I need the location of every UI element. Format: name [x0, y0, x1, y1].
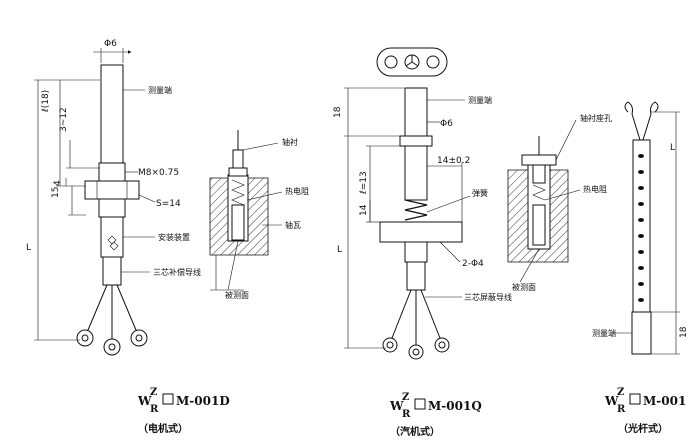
- fork-terminal: [624, 101, 633, 115]
- caption: （汽机式）: [390, 425, 440, 438]
- model-sub: R: [617, 404, 626, 415]
- detail-installed-turbine: 轴衬座孔 热电阻 被测面: [507, 113, 612, 292]
- dim-diameter: Φ6: [104, 39, 117, 49]
- label-shielded-wire: 三芯屏蔽导线: [464, 292, 512, 302]
- model-suffix: M-001Q: [428, 399, 482, 413]
- flange: [379, 221, 463, 243]
- sensor-turbine-type: 18 L ℓ=13 14 Φ6 14±0.2 测量端 弹簧 2-Φ4 三芯屏蔽导…: [333, 47, 612, 438]
- cable-rod: [632, 139, 651, 313]
- dim-length-L: L: [26, 243, 31, 253]
- model-box: [414, 398, 426, 410]
- label-bearing-shell: 轴瓦: [285, 220, 301, 230]
- label-thermal-resistor: 热电阻: [285, 186, 309, 196]
- label-compensation-wire: 三芯补偿导线: [153, 267, 201, 277]
- label-measured-surface: 被测面: [512, 282, 536, 292]
- cable-sleeve: [102, 256, 122, 286]
- dim-diameter: Φ6: [440, 119, 453, 129]
- dim-14-tolerance: 14±0.2: [437, 156, 470, 166]
- dim-14: 14: [359, 204, 369, 216]
- label-measuring-end: 测量端: [592, 328, 616, 338]
- measuring-rod: [404, 87, 428, 137]
- dim-4: 4: [53, 180, 63, 186]
- dim-18: 18: [679, 326, 689, 338]
- model-box: [629, 393, 641, 405]
- caption: （电机式）: [138, 422, 188, 435]
- caption: （光杆式）: [618, 422, 668, 435]
- dim-l18: ℓ(18): [41, 90, 51, 113]
- mounting-body: [100, 216, 124, 258]
- fork-terminal: [650, 101, 659, 115]
- sensor-polished-rod: L 18 测量端 W Z R M-001 （光杆式）: [592, 101, 689, 435]
- measuring-tip: [631, 311, 652, 355]
- model-prefix: W: [604, 394, 619, 408]
- label-spring: 弹簧: [472, 188, 488, 198]
- cable-sleeve: [406, 261, 426, 291]
- model-prefix: W: [137, 394, 152, 408]
- model-prefix: W: [389, 399, 404, 413]
- label-measuring-end: 测量端: [468, 95, 492, 105]
- model-sup: Z: [617, 387, 624, 398]
- label-bushing-seat: 轴衬座孔: [580, 113, 612, 123]
- label-bushing: 轴衬: [282, 137, 298, 147]
- model-sub: R: [150, 404, 159, 415]
- dim-15: 15: [51, 187, 61, 198]
- model-box: [162, 393, 174, 405]
- model-suffix: M-001: [643, 394, 686, 408]
- dim-holes: 2-Φ4: [462, 259, 484, 269]
- dim-hex-size: S=14: [156, 199, 181, 209]
- dim-thread: M8×0.75: [138, 168, 179, 178]
- detail-installed-bearing: 轴衬 热电阻 轴瓦 被测面: [209, 130, 309, 300]
- model-suffix: M-001D: [176, 394, 230, 408]
- dim-l13: ℓ=13: [359, 171, 369, 195]
- hex-nut: [84, 180, 140, 200]
- measuring-rod: [100, 64, 124, 166]
- label-thermal-resistor: 热电阻: [583, 184, 607, 194]
- model-sup: Z: [150, 387, 157, 398]
- label-mount-device: 安装装置: [158, 232, 190, 242]
- label-measured-surface: 被测面: [225, 290, 249, 300]
- model-sup: Z: [402, 392, 409, 403]
- model-sub: R: [402, 409, 411, 420]
- dim-length-L: L: [337, 245, 342, 255]
- dim-18: 18: [333, 106, 343, 118]
- sensor-motor-type: Φ6 L ℓ(18) 3~12 4 15 M8×0.75 S=14 测量端 安装…: [26, 39, 309, 435]
- label-measuring-end: 测量端: [148, 85, 172, 95]
- dim-3-12: 3~12: [59, 107, 69, 132]
- spring-coil: [404, 199, 428, 221]
- dim-length-L: L: [670, 143, 675, 153]
